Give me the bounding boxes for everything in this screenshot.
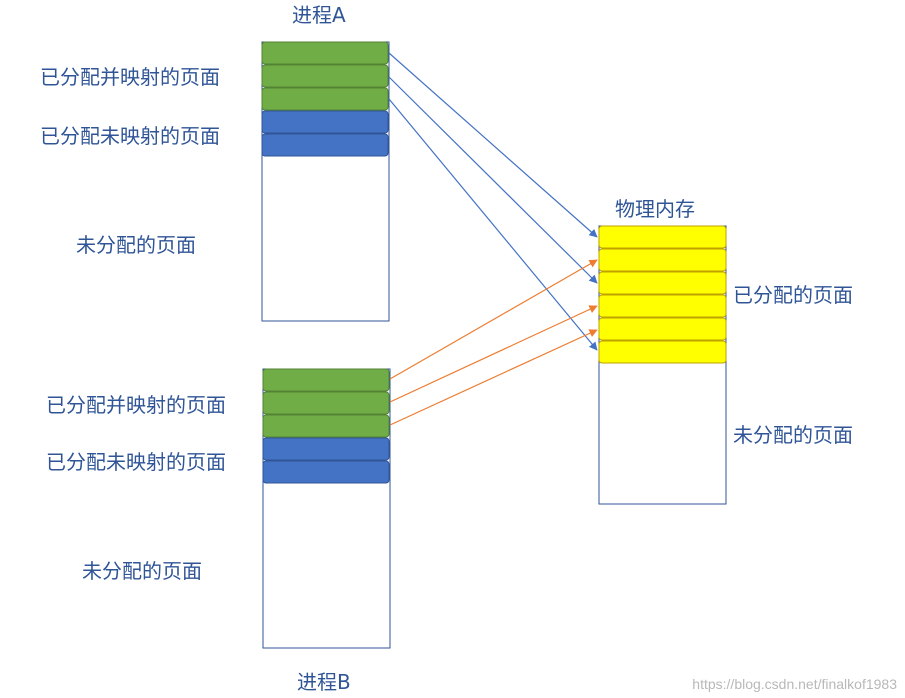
process-b-unallocated-label: 未分配的页面	[82, 559, 202, 583]
process-a-unallocated-label: 未分配的页面	[76, 233, 196, 257]
process-b-arrow-2	[389, 305, 598, 403]
process-a-arrow-3	[388, 98, 598, 351]
process-b-mapped-page-2	[262, 391, 390, 415]
physical-page-5	[598, 317, 727, 341]
process-a-mapped-page-3	[261, 87, 389, 111]
process-b-unmapped-label: 已分配未映射的页面	[46, 450, 226, 474]
process-b-mapped-page-3	[262, 414, 390, 438]
process-b-memory	[262, 368, 391, 649]
process-a-mapped-label: 已分配并映射的页面	[40, 65, 220, 89]
process-a-unmapped-page-1	[261, 110, 389, 134]
process-b-mapping-arrows	[389, 259, 598, 426]
process-b-unmapped-page-1	[262, 437, 390, 461]
physical-memory	[598, 225, 727, 505]
process-a-mapped-page-2	[261, 64, 389, 88]
physical-page-2	[598, 248, 727, 272]
process-a-mapping-arrows	[388, 52, 598, 351]
process-a-title: 进程A	[292, 3, 346, 27]
process-a-arrow-2	[388, 76, 598, 284]
physical-page-4	[598, 294, 727, 318]
physical-page-1	[598, 225, 727, 249]
physical-memory-allocated-label: 已分配的页面	[733, 283, 853, 307]
process-a-unmapped-page-2	[261, 133, 389, 157]
process-a-mapped-page-1	[261, 41, 389, 65]
process-b-unmapped-page-2	[262, 460, 390, 484]
process-b-mapped-label: 已分配并映射的页面	[46, 393, 226, 417]
process-a-unmapped-label: 已分配未映射的页面	[40, 124, 220, 148]
process-a-arrow-1	[388, 52, 598, 238]
physical-page-3	[598, 271, 727, 295]
process-a-memory	[261, 41, 390, 322]
physical-page-6	[598, 340, 727, 364]
watermark-text: https://blog.csdn.net/finalkof1983	[692, 676, 897, 692]
process-b-title: 进程B	[297, 670, 351, 694]
process-b-arrow-1	[389, 259, 598, 380]
process-b-arrow-3	[389, 329, 598, 426]
physical-memory-title: 物理内存	[615, 197, 695, 221]
physical-memory-unallocated-label: 未分配的页面	[733, 423, 853, 447]
process-b-mapped-page-1	[262, 368, 390, 392]
